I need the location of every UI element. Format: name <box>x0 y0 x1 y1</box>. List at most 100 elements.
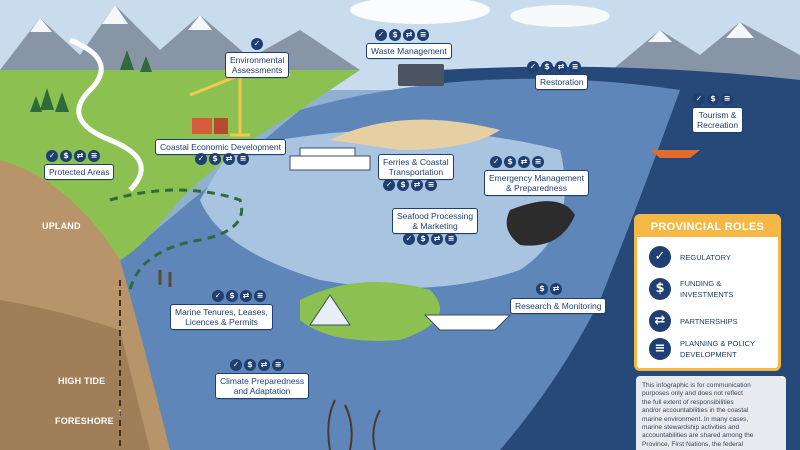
checkmark-icon: ✓ <box>693 93 705 105</box>
waste-management-label: Waste Management <box>366 43 452 59</box>
document-icon: ≡ <box>417 29 429 41</box>
zone-foreshore: FORESHORE <box>55 416 114 426</box>
label-line: Environmental <box>230 55 285 65</box>
label-line: Emergency Management <box>489 173 584 183</box>
handshake-icon: ⇄ <box>518 156 530 168</box>
trail <box>109 188 243 291</box>
document-icon: ≡ <box>649 338 671 360</box>
research-monitoring-icons: $ ⇄ <box>536 283 562 295</box>
dollar-icon: $ <box>389 29 401 41</box>
legend-item-regulatory: ✓ REGULATORY <box>649 246 731 268</box>
handshake-icon: ⇄ <box>403 29 415 41</box>
legend-text: PLANNING & POLICY DEVELOPMENT <box>680 338 755 360</box>
label-line: Climate Preparedness <box>220 376 305 386</box>
disclaimer-line: and/or accountabilities in the coastal <box>642 407 749 415</box>
checkmark-icon: ✓ <box>375 29 387 41</box>
kayak <box>650 150 700 158</box>
label-line: Seafood Processing <box>397 211 474 221</box>
legend-line: PARTNERSHIPS <box>680 316 738 326</box>
crane <box>189 70 290 137</box>
legend-item-partnerships: ⇄ PARTNERSHIPS <box>649 310 738 332</box>
dollar-icon: $ <box>541 61 553 73</box>
document-icon: ≡ <box>88 150 100 162</box>
document-icon: ≡ <box>237 153 249 165</box>
label-line: Assessments <box>231 65 283 75</box>
checkmark-icon: ✓ <box>383 179 395 191</box>
label-line: Ferries & Coastal <box>383 157 449 167</box>
label-line: Marine Tenures, Leases, <box>175 307 268 317</box>
disclaimer-box: This infographic is for communication pu… <box>636 376 786 450</box>
disclaimer-line: Province, First Nations, the federal <box>642 440 744 448</box>
snow-caps-right <box>648 22 754 42</box>
river <box>69 37 144 192</box>
label-line: & Marketing <box>412 221 458 231</box>
handshake-icon: ⇄ <box>74 150 86 162</box>
tourism-recreation-icons: ✓ $ ≡ <box>693 93 733 105</box>
climate-preparedness-label: Climate Preparedness and Adaptation <box>215 373 310 399</box>
ferries-transportation-label: Ferries & Coastal Transportation <box>378 154 454 180</box>
handshake-icon: ⇄ <box>258 359 270 371</box>
legend-line: PLANNING & POLICY <box>680 339 756 348</box>
legend-text: PARTNERSHIPS <box>680 316 738 327</box>
tent <box>309 294 351 326</box>
document-icon: ≡ <box>272 359 284 371</box>
handshake-icon: ⇄ <box>240 290 252 302</box>
document-icon: ≡ <box>254 290 266 302</box>
checkmark-icon: ✓ <box>230 359 242 371</box>
seafood-processing-icons: ✓ $ ⇄ ≡ <box>403 233 457 245</box>
coastal-economic-development-label: Coastal Economic Development <box>155 139 286 155</box>
legend-item-funding: $ FUNDING & INVESTMENTS <box>649 278 733 300</box>
kelp <box>327 399 381 450</box>
label-line: Transportation <box>388 167 444 177</box>
label-line: & Preparedness <box>506 183 567 193</box>
dollar-icon: $ <box>504 156 516 168</box>
disclaimer-line: marine stewardship activities and <box>642 424 740 432</box>
disclaimer-line: the full extent of responsibilities <box>642 398 734 406</box>
disclaimer-line: purposes only and does not reflect <box>642 390 743 398</box>
dollar-icon: $ <box>536 283 548 295</box>
arrow-up-icon: ↑ <box>117 405 123 419</box>
research-boat <box>423 314 512 331</box>
document-icon: ≡ <box>721 93 733 105</box>
provincial-roles-legend: PROVINCIAL ROLES ✓ REGULATORY $ FUNDING … <box>634 214 781 371</box>
zone-high-tide: HIGH TIDE <box>58 376 106 386</box>
label-line: Tourism & <box>698 110 737 120</box>
checkmark-icon: ✓ <box>403 233 415 245</box>
beach <box>330 119 500 150</box>
waste-management-icons: ✓ $ ⇄ ≡ <box>375 29 429 41</box>
cloud <box>350 0 490 24</box>
protected-areas-label: Protected Areas <box>44 164 115 180</box>
legend-text: FUNDING & INVESTMENTS <box>680 278 733 300</box>
seafood-processing-label: Seafood Processing & Marketing <box>392 208 479 234</box>
checkmark-icon: ✓ <box>251 38 263 50</box>
dollar-icon: $ <box>707 93 719 105</box>
handshake-icon: ⇄ <box>555 61 567 73</box>
pier-posts <box>158 270 172 287</box>
marine-tenures-icons: ✓ $ ⇄ ≡ <box>212 290 266 302</box>
restoration-icons: ✓ $ ⇄ ≡ <box>527 61 581 73</box>
checkmark-icon: ✓ <box>649 246 671 268</box>
handshake-icon: ⇄ <box>649 310 671 332</box>
legend-line: FUNDING & <box>680 279 722 288</box>
checkmark-icon: ✓ <box>212 290 224 302</box>
legend-line: REGULATORY <box>680 252 731 262</box>
environmental-assessments-label: Environmental Assessments <box>225 52 290 78</box>
dollar-icon: $ <box>244 359 256 371</box>
dollar-icon: $ <box>417 233 429 245</box>
land-green <box>0 70 360 260</box>
ferries-transportation-icons: ✓ $ ⇄ ≡ <box>383 179 437 191</box>
dollar-icon: $ <box>60 150 72 162</box>
disclaimer-line: This infographic is for communication <box>642 382 751 389</box>
label-line: Waste Management <box>371 46 447 56</box>
checkmark-icon: ✓ <box>527 61 539 73</box>
ferry-ship <box>289 147 371 171</box>
snow-caps <box>30 5 212 32</box>
dollar-icon: $ <box>397 179 409 191</box>
cloud <box>510 5 610 27</box>
climate-preparedness-icons: ✓ $ ⇄ ≡ <box>230 359 284 371</box>
label-line: Coastal Economic Development <box>160 142 281 152</box>
legend-text: REGULATORY <box>680 252 731 263</box>
handshake-icon: ⇄ <box>411 179 423 191</box>
handshake-icon: ⇄ <box>550 283 562 295</box>
